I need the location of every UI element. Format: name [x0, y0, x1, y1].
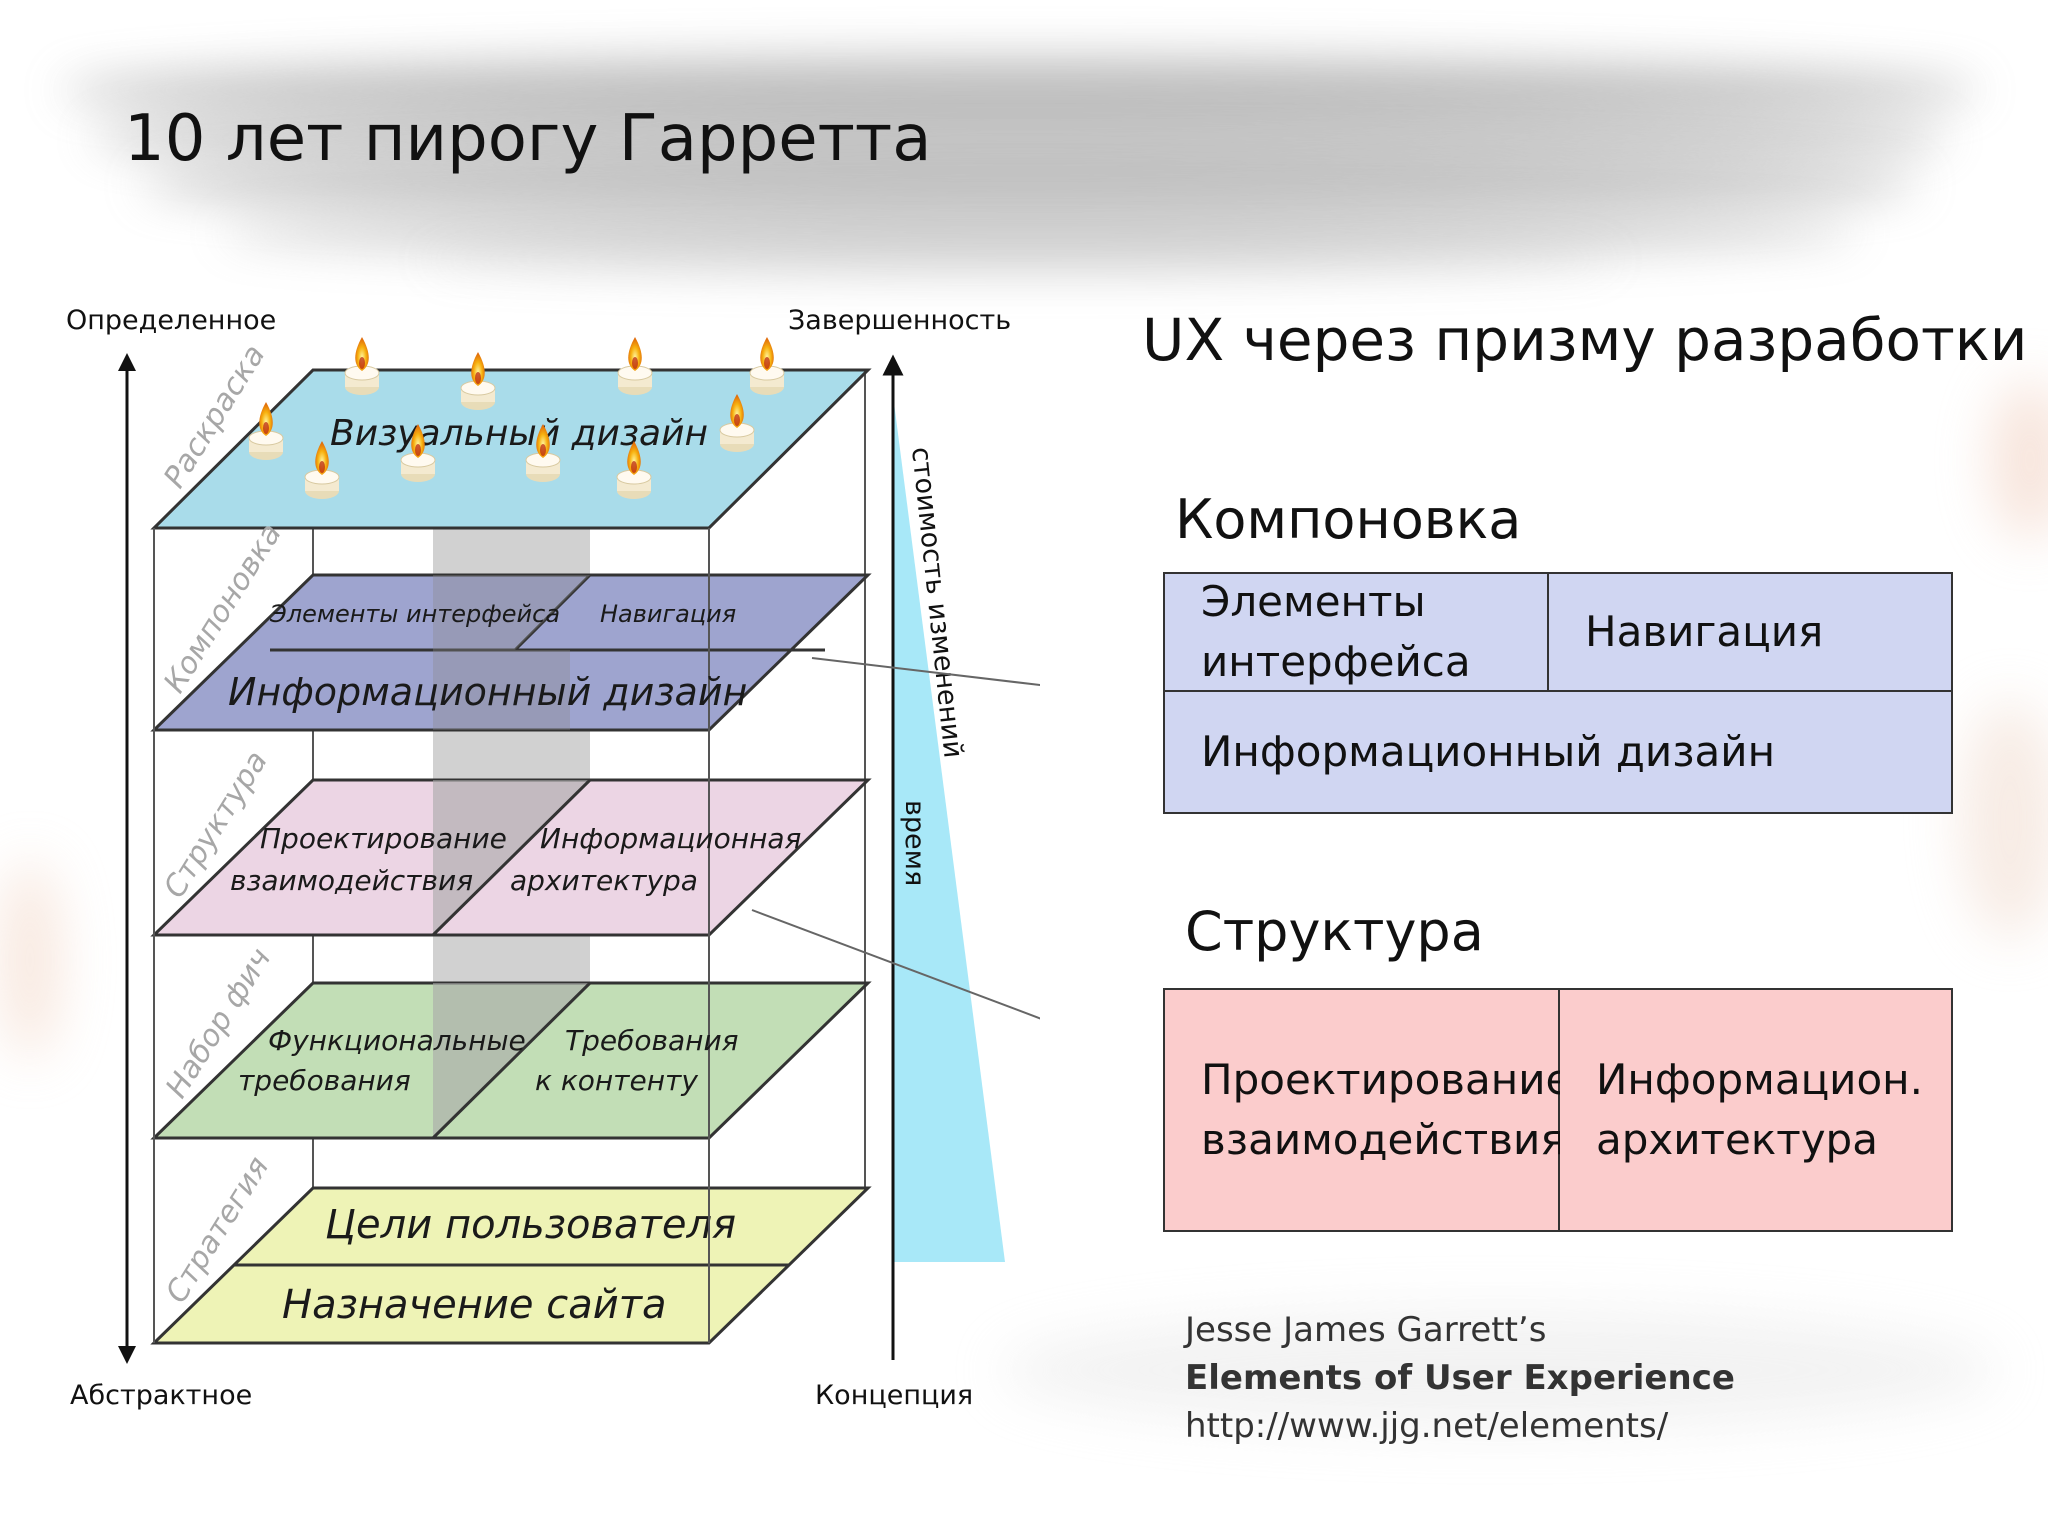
- candle-icons: [248, 337, 785, 499]
- plane-text-visual-design: Визуальный дизайн: [330, 413, 708, 454]
- plane-layout: [150, 573, 872, 732]
- connector-layout: [811, 657, 1040, 687]
- cost-wedge: [893, 395, 1005, 1262]
- structure-cell-interaction-design: Проектирование взаимодействия: [1165, 990, 1571, 1230]
- candle-icon: [400, 424, 436, 482]
- candle-icon: [616, 441, 652, 499]
- candle-icon: [617, 337, 653, 395]
- candle-icon: [719, 394, 755, 452]
- structure-cell-information-architecture: Информацион. архитектура: [1560, 990, 1951, 1230]
- plane-text-site-objectives: Назначение сайта: [282, 1282, 667, 1328]
- layout-box: Элементы интерфейса Навигация Информацио…: [1163, 572, 1953, 814]
- connector-structure: [751, 909, 1040, 1020]
- credits: Jesse James Garrett’s Elements of User E…: [1185, 1306, 1735, 1450]
- credits-author: Jesse James Garrett’s: [1185, 1310, 1547, 1350]
- plane-text-ui-elements: Элементы интерфейса: [269, 600, 560, 628]
- credits-url[interactable]: http://www.jjg.net/elements/: [1185, 1406, 1669, 1446]
- plane-text-navigation: Навигация: [600, 600, 736, 628]
- plane-structure: [150, 778, 872, 937]
- candle-icon: [304, 441, 340, 499]
- layout-heading: Компоновка: [1175, 488, 1522, 551]
- left-axis-top-label: Определенное: [66, 305, 276, 336]
- right-axis-top-label: Завершенность: [788, 305, 1011, 336]
- plane-text-user-goals: Цели пользователя: [325, 1202, 736, 1248]
- layout-cell-navigation: Навигация: [1549, 574, 1951, 692]
- time-label: время: [899, 800, 930, 886]
- layout-cell-ui-elements: Элементы интерфейса: [1165, 574, 1549, 692]
- candle-icon: [248, 402, 284, 460]
- left-axis-bottom-label: Абстрактное: [70, 1380, 252, 1411]
- candle-icon: [344, 337, 380, 395]
- layout-cell-information-design: Информационный дизайн: [1165, 692, 1951, 812]
- structure-heading: Структура: [1185, 900, 1484, 963]
- plane-text-information-design: Информационный дизайн: [228, 670, 747, 714]
- plane-strategy: Цели пользователя Назначение сайта: [150, 1186, 872, 1345]
- garrett-pie-diagram: Определенное Абстрактное Завершенность К…: [66, 305, 1040, 1411]
- right-axis-bottom-label: Концепция: [815, 1380, 973, 1411]
- candle-icon: [525, 424, 561, 482]
- slide-title: 10 лет пирогу Гарретта: [124, 102, 932, 176]
- structure-box: Проектирование взаимодействия Информацио…: [1163, 988, 1953, 1232]
- slide-subtitle: UX через призму разработки: [1142, 306, 2028, 374]
- credits-book: Elements of User Experience: [1185, 1358, 1735, 1398]
- candle-icon: [749, 337, 785, 395]
- candle-icon: [460, 352, 496, 410]
